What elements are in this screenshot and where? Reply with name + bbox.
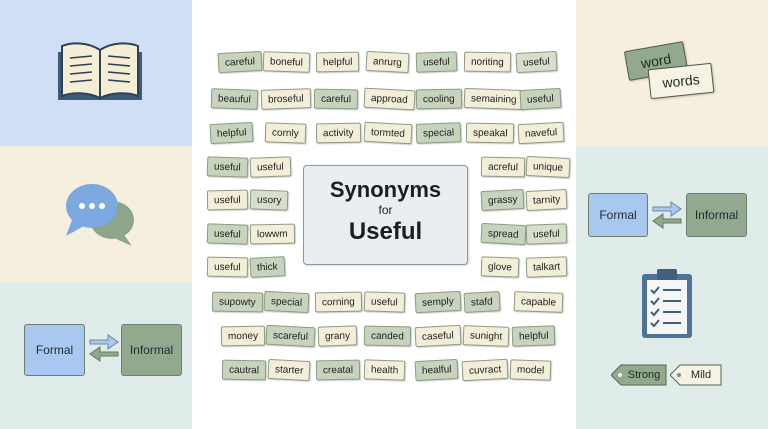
synonym-tile: caseful [414, 324, 462, 348]
synonym-tile: special [415, 122, 462, 144]
synonym-tile: tormted [363, 121, 413, 145]
synonym-tile: helpful [315, 51, 360, 73]
synonym-tile: corning [314, 291, 362, 313]
synonym-tile: scareful [265, 324, 316, 348]
synonym-tile: approad [363, 87, 416, 111]
synonym-tile: activity [315, 122, 361, 144]
synonym-tile: semaining [463, 87, 524, 111]
synonym-tile: cautral [221, 359, 267, 381]
right-swap-arrows-icon [652, 201, 682, 229]
synonym-tile: sunight [462, 325, 510, 347]
synonym-tile: careful [313, 88, 359, 110]
synonym-tile: naveful [517, 121, 565, 145]
synonym-tile: useful [206, 156, 249, 178]
synonym-tile: stafd [463, 291, 501, 313]
synonym-tile: useful [206, 189, 248, 211]
chat-bubbles-icon [66, 184, 134, 246]
synonym-tile: tarnity [525, 188, 568, 212]
synonym-tile: speakal [465, 122, 515, 144]
synonym-tile: capable [513, 291, 564, 313]
synonym-tile: healful [414, 358, 459, 382]
right-informal-box: Informal [686, 193, 747, 237]
strong-tag-label: Strong [627, 369, 661, 381]
synonym-tile: cornly [264, 122, 307, 144]
synonym-tile: canded [363, 325, 411, 347]
title-synonyms: Synonyms [329, 177, 442, 202]
synonym-tile: beauful [210, 88, 259, 110]
synonym-tile: useful [249, 156, 292, 178]
synonym-tile: usory [249, 189, 289, 211]
synonym-tile: glove [480, 256, 520, 278]
synonym-tile: starter [267, 358, 311, 382]
synonym-tile: creatal [315, 359, 361, 381]
synonym-tile: supowty [211, 291, 263, 313]
synonym-tile: thick [249, 256, 286, 278]
left-informal-box: Informal [121, 324, 182, 376]
synonym-tile: useful [206, 256, 248, 278]
synonym-tile: money [220, 325, 266, 347]
center-title-card: Synonyms for Useful [303, 165, 468, 265]
synonym-tile: useful [206, 223, 249, 245]
synonym-tile: talkart [525, 256, 568, 278]
synonym-tile: acreful [480, 156, 526, 178]
synonym-tile: cuvract [461, 358, 509, 382]
clipboard-checklist-icon [642, 269, 692, 338]
synonym-tile: lowwm [249, 223, 295, 245]
synonym-tile: special [263, 290, 310, 314]
left-formal-box: Formal [24, 324, 85, 376]
synonym-tile: spread [480, 222, 527, 246]
title-for: for [378, 203, 393, 217]
synonym-tile: useful [525, 223, 568, 245]
left-swap-arrows-icon [89, 334, 119, 362]
synonym-tile: noriting [463, 51, 511, 73]
synonym-tile: useful [515, 50, 558, 74]
synonym-tile: helpful [511, 325, 556, 347]
mild-tag-label: Mild [690, 369, 712, 381]
synonym-tile: helpful [209, 121, 254, 145]
synonym-tile: useful [415, 51, 458, 73]
synonym-tile: health [363, 359, 406, 381]
synonym-tile: grassy [480, 188, 525, 212]
synonym-tile: careful [217, 50, 263, 74]
title-useful: Useful [348, 218, 423, 245]
synonym-tile: unique [525, 155, 571, 179]
synonym-tile: anrurg [365, 50, 410, 74]
synonym-tile: grany [317, 325, 358, 347]
synonym-tile: model [509, 359, 552, 381]
synonym-tile: cooling [415, 88, 462, 110]
mild-tag-shape [670, 364, 722, 386]
open-book-icon [58, 42, 142, 100]
synonym-tile: useful [519, 87, 562, 111]
synonym-tile: boneful [262, 51, 311, 73]
right-formal-box: Formal [588, 193, 648, 237]
synonym-tile: broseful [260, 88, 311, 110]
synonym-tile: semply [414, 290, 462, 314]
strong-tag-shape [611, 364, 667, 386]
synonym-tile: useful [363, 291, 406, 313]
